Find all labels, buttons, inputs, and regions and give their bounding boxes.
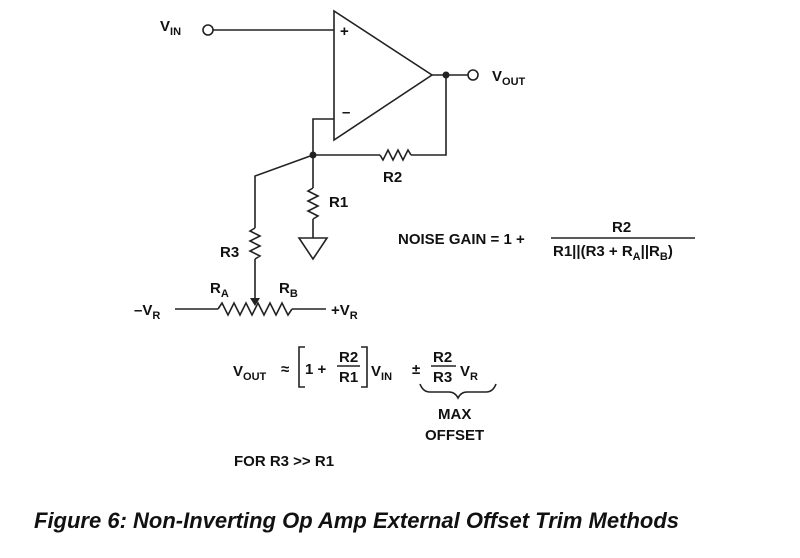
eq-frac1-numerator: R2 bbox=[339, 349, 358, 366]
vout-label: VOUT bbox=[492, 68, 526, 88]
op-amp-minus-sign: – bbox=[342, 104, 350, 121]
op-amp-triangle bbox=[333, 9, 434, 142]
noise-gain-lhs: NOISE GAIN = 1 + bbox=[398, 231, 525, 248]
vout-terminal bbox=[467, 69, 479, 81]
vin-terminal bbox=[202, 24, 214, 36]
wiper-arrow bbox=[250, 298, 260, 306]
eq-left-bracket bbox=[298, 346, 305, 388]
max-offset-underbrace bbox=[419, 383, 497, 400]
eq-right-bracket bbox=[361, 346, 368, 388]
feedback-wire bbox=[411, 75, 447, 156]
eq-vr-label: VR bbox=[460, 363, 478, 383]
condition-text: FOR R3 >> R1 bbox=[234, 453, 334, 470]
noise-gain-numerator: R2 bbox=[612, 219, 631, 236]
r3-label: R3 bbox=[220, 244, 239, 261]
inverting-input-wire bbox=[312, 118, 334, 155]
r2-resistor bbox=[379, 148, 412, 162]
pos-vr-label: +VR bbox=[331, 302, 358, 322]
eq-vout-label: VOUT bbox=[233, 363, 267, 383]
rb-label: RB bbox=[279, 280, 298, 300]
r1-resistor bbox=[306, 187, 320, 220]
r3-top-wire bbox=[254, 154, 314, 228]
eq-approx-sign: ≈ bbox=[281, 361, 289, 378]
eq-frac1-denominator: R1 bbox=[339, 369, 358, 386]
ra-label: RA bbox=[210, 280, 229, 300]
r1-label: R1 bbox=[329, 194, 348, 211]
max-offset-line2: OFFSET bbox=[425, 427, 484, 444]
ground-symbol bbox=[297, 237, 329, 261]
eq-vin-label: VIN bbox=[371, 363, 392, 383]
max-offset-line1: MAX bbox=[438, 406, 471, 423]
potentiometer-resistor bbox=[217, 301, 293, 317]
r2-label: R2 bbox=[383, 169, 402, 186]
eq-plus-minus: ± bbox=[412, 361, 420, 378]
vin-label: VIN bbox=[160, 18, 181, 38]
r3-resistor bbox=[248, 227, 262, 260]
figure-caption: Figure 6: Non-Inverting Op Amp External … bbox=[34, 508, 679, 533]
eq-frac2-numerator: R2 bbox=[433, 349, 452, 366]
neg-vr-label: –VR bbox=[134, 302, 160, 322]
op-amp-plus-sign: + bbox=[340, 23, 349, 40]
eq-one-plus: 1 + bbox=[305, 361, 327, 378]
noise-gain-denominator: R1||(R3 + RA||RB) bbox=[553, 243, 673, 263]
eq-frac2-denominator: R3 bbox=[433, 369, 452, 386]
